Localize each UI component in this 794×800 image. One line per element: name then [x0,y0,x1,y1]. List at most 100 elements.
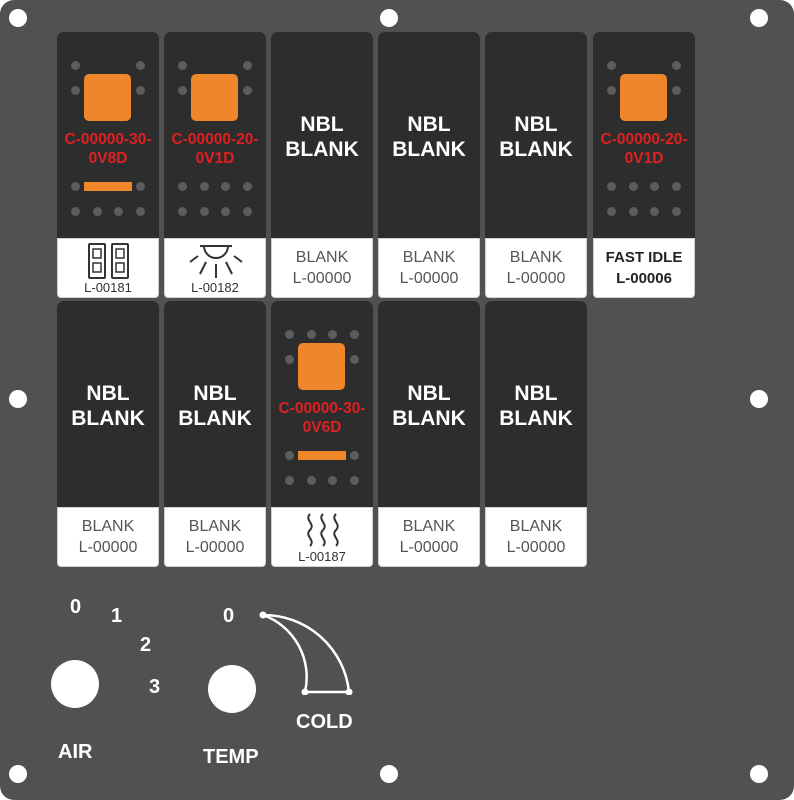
indicator-dot [136,61,145,70]
switch-label: FAST IDLE L-00006 [593,238,695,298]
indicator-dot [650,207,659,216]
label-part-number: L-00000 [399,270,459,287]
indicator-dot [114,207,123,216]
indicator-dot [350,330,359,339]
label-part-number: L-00000 [185,539,245,556]
label-part-number: L-00000 [78,539,138,556]
temp-knob[interactable] [208,665,256,713]
indicator-dot [243,61,252,70]
air-knob[interactable] [51,660,99,708]
indicator-dot [350,476,359,485]
part-code: C-00000-30- [278,400,366,417]
indicator-dot [243,86,252,95]
indicator-dot [350,451,359,460]
indicator-dot [672,86,681,95]
indicator-dot [285,451,294,460]
switch-label: BLANK L-00000 [164,507,266,567]
label-part-number: L-00000 [399,539,459,556]
label-text: BLANK [81,518,135,535]
indicator-dot [285,355,294,364]
switch-label: BLANK L-00000 [271,238,373,298]
label-part-number: L-00000 [506,270,566,287]
rocker-actuator[interactable] [298,343,345,390]
label-part-number: L-00187 [298,549,346,564]
label-part-number: L-00181 [84,280,132,295]
indicator-dot [307,476,316,485]
part-code: 0V1D [195,150,235,167]
indicator-dot [178,61,187,70]
mounting-hole [750,765,768,783]
indicator-dot [672,207,681,216]
indicator-dot [178,207,187,216]
label-text: BLANK [509,249,563,266]
switch-label: BLANK L-00000 [485,507,587,567]
indicator-dot [221,182,230,191]
indicator-dot [71,86,80,95]
rocker-switch[interactable]: C-00000-20- 0V1D [593,32,695,238]
rocker-switch[interactable]: C-00000-30- 0V6D [271,301,373,507]
temp-label: TEMP [203,746,259,768]
indicator-dot [607,207,616,216]
indicator-dot [328,330,337,339]
indicator-dot [285,330,294,339]
air-position-3: 3 [149,676,161,698]
switch-label: BLANK L-00000 [378,507,480,567]
temp-scale-arc [259,611,353,695]
mounting-hole [9,765,27,783]
indicator-dot [607,182,616,191]
indicator-bar [84,182,132,191]
air-position-1: 1 [111,605,123,627]
part-code: C-00000-30- [64,131,152,148]
label-text: BLANK [188,518,242,535]
indicator-dot [136,86,145,95]
indicator-dot [71,182,80,191]
label-text: BLANK [402,518,456,535]
mounting-hole [750,390,768,408]
indicator-dot [221,207,230,216]
part-code: 0V1D [624,150,664,167]
temp-position-0: 0 [223,605,235,627]
rocker-actuator[interactable] [620,74,667,121]
rocker-switch[interactable]: C-00000-20- 0V1D [164,32,266,238]
indicator-dot [672,182,681,191]
light-icon [189,245,243,278]
indicator-dot [607,61,616,70]
rocker-switch[interactable]: C-00000-30- 0V8D [57,32,159,238]
label-text: BLANK [509,518,563,535]
rocker-actuator[interactable] [191,74,238,121]
switch-label: L-00187 [271,507,373,567]
indicator-dot [200,207,209,216]
label-part-number: L-00182 [191,280,239,295]
mounting-hole [9,9,27,27]
indicator-dot [629,207,638,216]
indicator-dot [200,182,209,191]
hazard-icon [88,243,129,279]
indicator-dot [328,476,337,485]
indicator-dot [178,86,187,95]
rocker-actuator[interactable] [84,74,131,121]
label-text: BLANK [402,249,456,266]
switch-label: BLANK L-00000 [378,238,480,298]
indicator-dot [71,207,80,216]
indicator-dot [136,207,145,216]
mounting-hole [380,765,398,783]
label-text: BLANK [295,249,349,266]
heat-icon [307,513,339,547]
switch-label: L-00182 [164,238,266,298]
temp-cold-label: COLD [296,711,353,733]
indicator-dot [607,86,616,95]
label-text: FAST IDLE [605,249,683,266]
mounting-hole [380,9,398,27]
indicator-dot [285,476,294,485]
